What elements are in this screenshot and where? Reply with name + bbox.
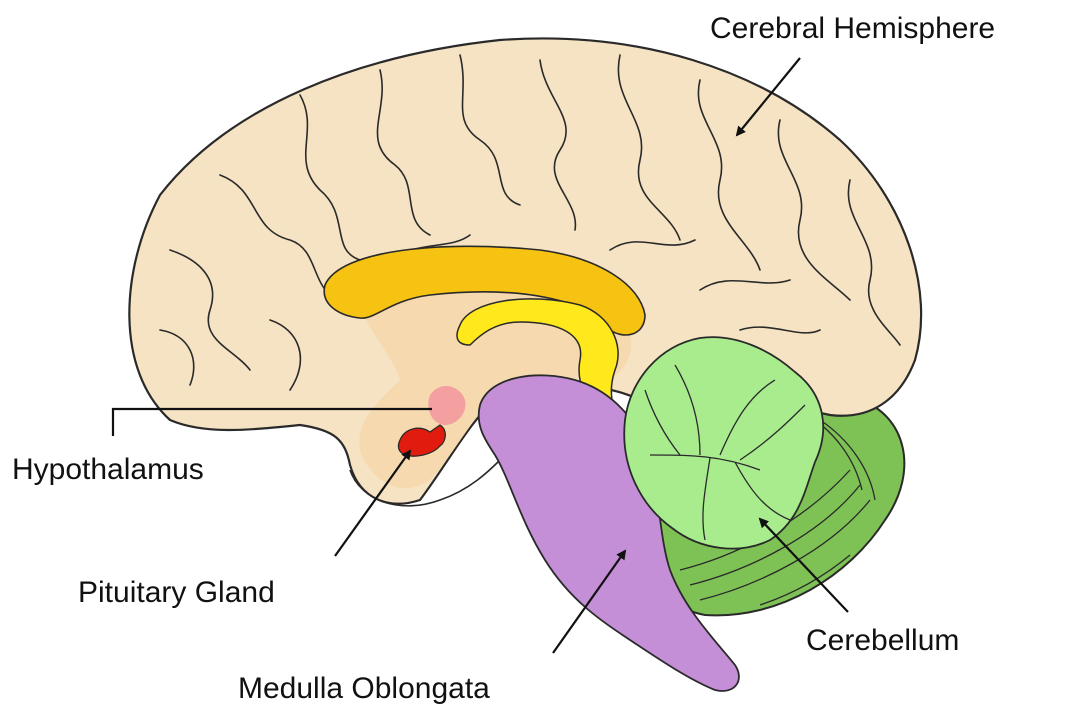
cerebellum-label: Cerebellum	[806, 626, 959, 656]
cerebral-hemisphere-label: Cerebral Hemisphere	[710, 14, 995, 44]
medulla-oblongata-label: Medulla Oblongata	[238, 674, 490, 704]
pituitary-gland-label: Pituitary Gland	[78, 578, 275, 608]
hypothalamus-label: Hypothalamus	[12, 455, 204, 485]
